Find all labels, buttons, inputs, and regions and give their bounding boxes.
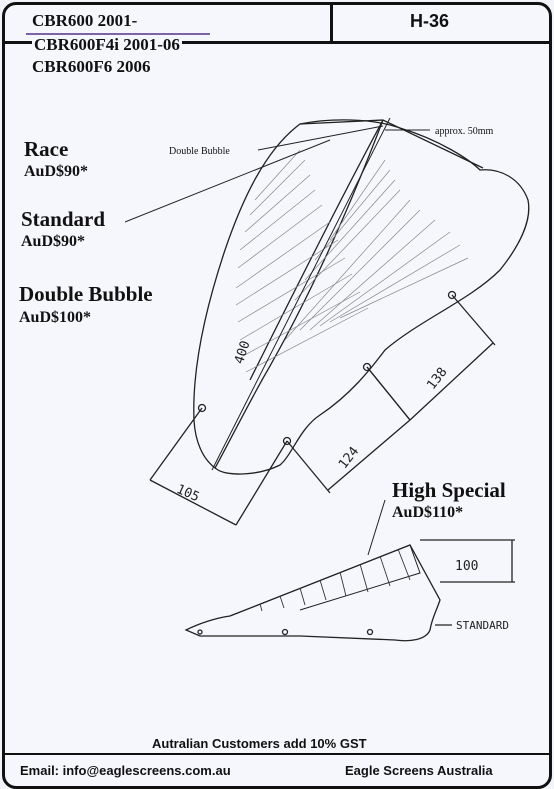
option-high-special-price: AuD$110* (392, 504, 464, 521)
profile-hatching (259, 548, 411, 612)
option-standard-price: AuD$90* (21, 233, 86, 250)
leader-high-special (367, 499, 386, 556)
dim-400-line (211, 117, 391, 471)
screen-hatching (235, 149, 469, 373)
dim-105-line (149, 407, 288, 526)
centre-line (214, 119, 384, 469)
height-callout: approx. 50mm (435, 126, 494, 137)
dim-100-label: 100 (455, 559, 478, 574)
footer-divider (2, 753, 552, 755)
double-bubble-leader (257, 125, 384, 151)
gst-note: Autralian Customers add 10% GST (152, 736, 367, 751)
standard-leader (124, 139, 331, 223)
option-race-price: AuD$90* (24, 163, 89, 180)
double-bubble-callout: Double Bubble (169, 146, 230, 157)
screen-outline (193, 119, 530, 475)
dim-105-label: 105 (174, 482, 202, 505)
model-line-2: CBR600F4i 2001-06 (32, 35, 182, 55)
option-double-bubble-price: AuD$100* (19, 309, 92, 326)
option-high-special-name: High Special (392, 478, 506, 502)
dim-138-label: 138 (424, 365, 450, 393)
option-standard-name: Standard (21, 207, 106, 231)
dim-124-line (286, 366, 411, 494)
profile-outline (184, 544, 441, 642)
model-line-1: CBR600 2001- (32, 11, 138, 30)
option-double-bubble-name: Double Bubble (19, 282, 153, 306)
dim-400-label: 400 (232, 339, 254, 366)
top-edge (299, 119, 484, 169)
standard-profile-label: STANDARD (456, 619, 509, 632)
company-name: Eagle Screens Australia (345, 763, 493, 778)
dim-100-line (420, 539, 515, 583)
product-code: H-36 (410, 11, 450, 31)
inner-fold (249, 119, 384, 381)
header-divider (2, 41, 552, 44)
model-underline (26, 33, 210, 35)
dim-124-label: 124 (336, 444, 362, 472)
header-column-divider (330, 4, 333, 43)
contact-email[interactable]: Email: info@eaglescreens.com.au (20, 763, 231, 778)
option-race-name: Race (24, 137, 69, 161)
dim-138-line (366, 294, 496, 421)
model-line-3: CBR600F6 2006 (32, 57, 151, 76)
